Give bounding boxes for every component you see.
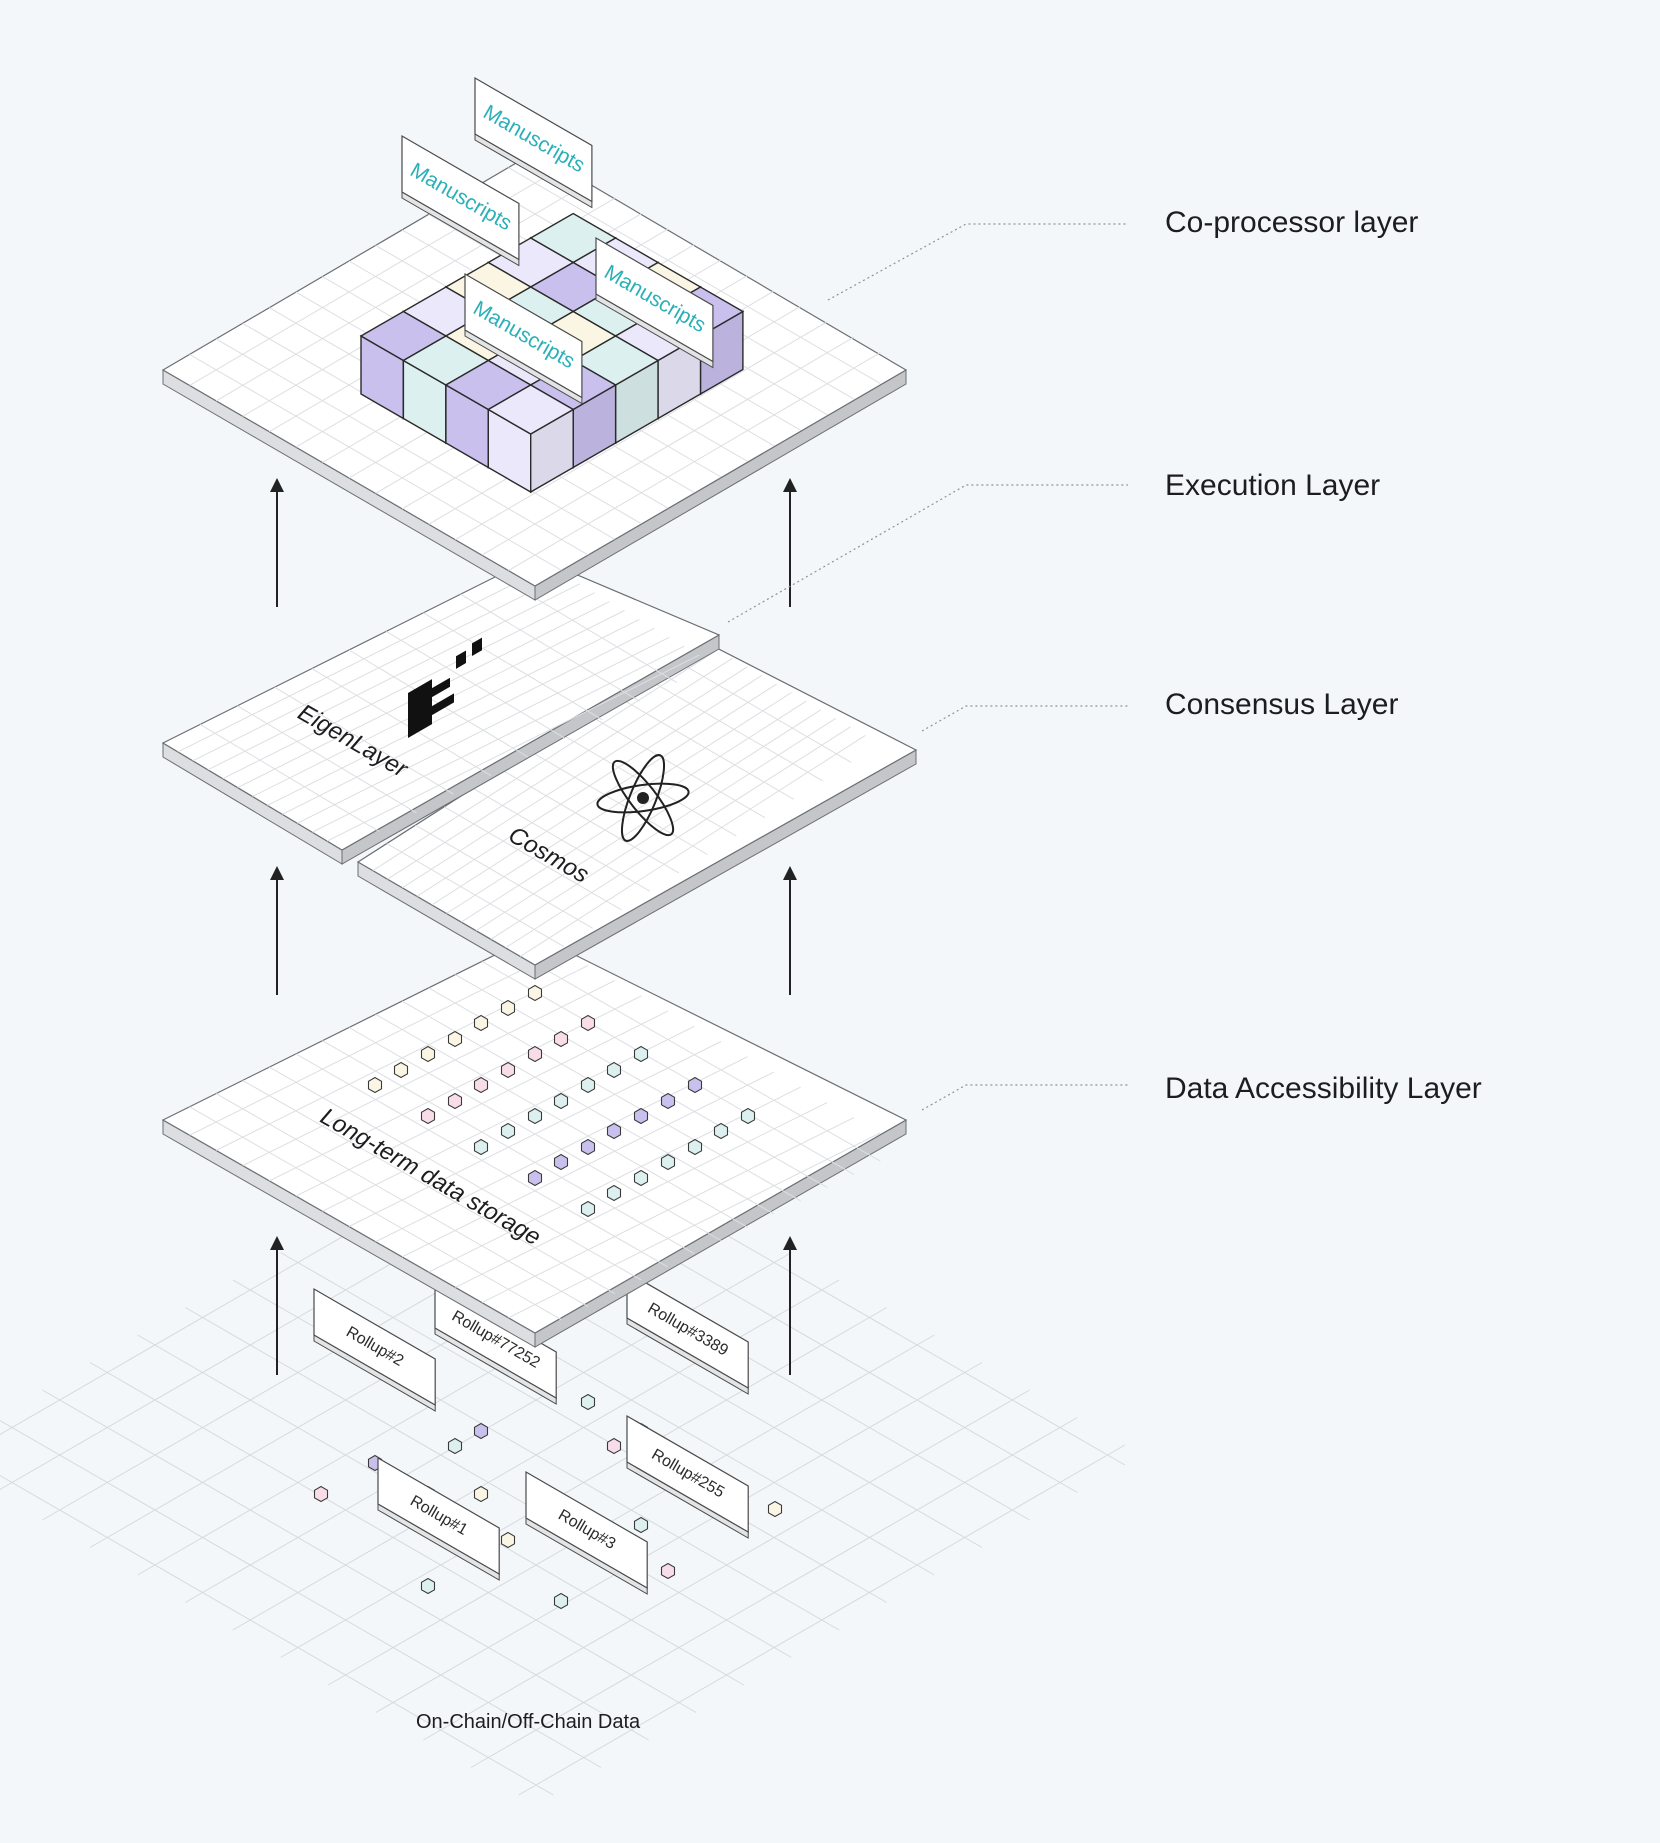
data-node-icon <box>606 1061 622 1079</box>
execution-plate: EigenLayer <box>161 556 721 865</box>
rollup-card <box>377 1456 500 1576</box>
data-node-icon <box>553 1153 569 1171</box>
rollup-card <box>626 1414 749 1534</box>
cube-top-face <box>486 384 575 435</box>
data-node-icon <box>660 1562 676 1580</box>
cube <box>486 384 575 494</box>
data-node-icon <box>580 1076 596 1094</box>
leader-line <box>921 705 1128 732</box>
manuscript-card <box>474 76 593 203</box>
data-node-icon <box>500 1531 516 1549</box>
data-accessibility-layer-label: Data Accessibility Layer <box>1165 1072 1482 1105</box>
data-node-icon <box>767 1500 783 1518</box>
data-source-caption: On-Chain/Off-Chain Data <box>416 1711 641 1733</box>
data-node-icon <box>687 1076 703 1094</box>
manuscript-card <box>464 272 583 399</box>
orbit <box>620 754 666 842</box>
consensus-plate: Cosmos <box>356 640 918 980</box>
data-node-icon <box>580 1138 596 1156</box>
data-node-icon <box>633 1516 649 1534</box>
data-node-icon <box>527 1169 543 1187</box>
data-node-icon <box>553 1592 569 1610</box>
orbit <box>611 759 675 837</box>
data-node-icon <box>606 1437 622 1455</box>
data-node-icon <box>313 1485 329 1503</box>
data-node-icon <box>633 1045 649 1063</box>
manuscript-card <box>595 236 714 363</box>
data-node-icon <box>740 1107 756 1125</box>
rollup-card <box>434 1280 557 1400</box>
leader-line <box>921 1084 1128 1111</box>
data-node-icon <box>687 1138 703 1156</box>
leader-lines <box>727 223 1128 1111</box>
data-node-icon <box>606 1184 622 1202</box>
rollup-card <box>525 1470 648 1590</box>
plate-grid <box>189 947 881 1321</box>
data-node-icon <box>447 1092 463 1110</box>
rollup-card <box>313 1287 436 1407</box>
data-node-icon <box>500 1061 516 1079</box>
manuscript-card <box>401 134 520 261</box>
data-node-icon <box>527 1107 543 1125</box>
data-node-icon <box>527 1045 543 1063</box>
logo-shape <box>408 637 482 738</box>
data-node-icon <box>527 984 543 1002</box>
orbit <box>596 782 690 814</box>
leader-line <box>727 484 1128 623</box>
data-node-icon <box>553 1030 569 1048</box>
cosmos-atom-icon <box>596 754 690 842</box>
nucleus <box>637 792 649 804</box>
data-node-icon <box>473 1485 489 1503</box>
data-node-icon <box>660 1092 676 1110</box>
data-node-icon <box>367 1076 383 1094</box>
data-node-icon <box>500 999 516 1017</box>
data-node-icon <box>660 1153 676 1171</box>
eigenlayer-logo-icon <box>408 637 482 738</box>
coprocessor-layer-label: Co-processor layer <box>1165 206 1419 239</box>
execution-layer-label: Execution Layer <box>1165 469 1381 502</box>
consensus-layer-label: Consensus Layer <box>1165 688 1399 721</box>
data-node-icon <box>713 1122 729 1140</box>
data-node-icon <box>473 1076 489 1094</box>
data-node-icon <box>633 1107 649 1125</box>
data-node-icon <box>420 1107 436 1125</box>
data-node-icon <box>580 1393 596 1411</box>
data-node-icon <box>473 1014 489 1032</box>
data-node-icon <box>580 1200 596 1218</box>
data-node-icon <box>473 1138 489 1156</box>
data-node-icon <box>553 1092 569 1110</box>
data-node-icon <box>420 1045 436 1063</box>
data-node-icon <box>633 1169 649 1187</box>
data-accessibility-plate: Long-term data storage <box>161 934 908 1348</box>
data-node-icon <box>500 1122 516 1140</box>
leader-line <box>827 223 1128 301</box>
data-node-icon <box>420 1577 436 1595</box>
data-node-icon <box>447 1437 463 1455</box>
data-node-icon <box>473 1422 489 1440</box>
data-node-icon <box>447 1030 463 1048</box>
data-node-icon <box>606 1122 622 1140</box>
data-node-icon <box>580 1014 596 1032</box>
coprocessor-plate: ManuscriptsManuscriptsManuscriptsManuscr… <box>161 76 908 601</box>
data-node-icon <box>393 1061 409 1079</box>
